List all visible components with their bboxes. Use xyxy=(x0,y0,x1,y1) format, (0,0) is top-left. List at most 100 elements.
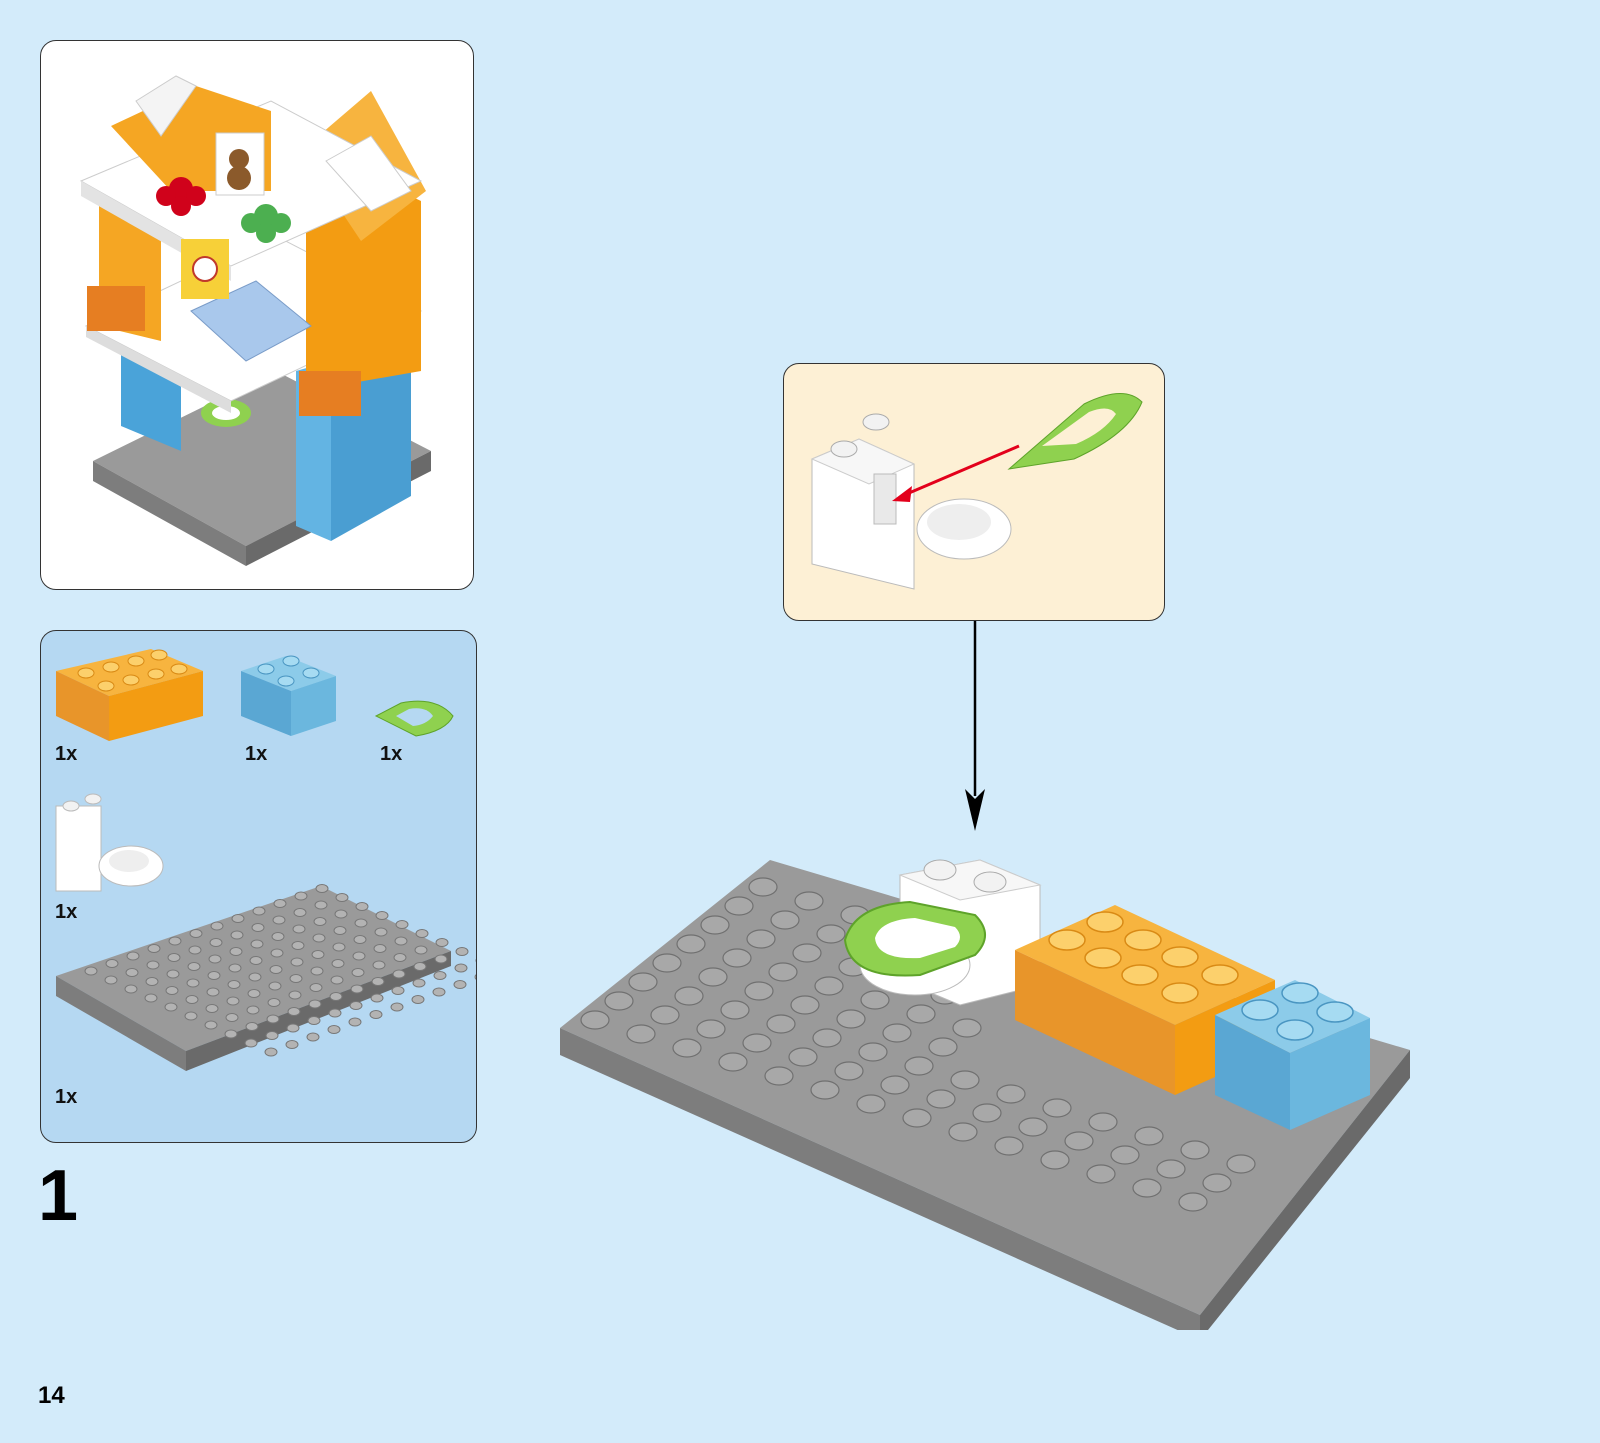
stud xyxy=(226,1014,238,1022)
stud xyxy=(370,1011,382,1019)
stud xyxy=(188,963,200,971)
stud xyxy=(396,921,408,929)
stud xyxy=(953,1019,981,1037)
stud xyxy=(351,985,363,993)
stud xyxy=(375,928,387,936)
stud xyxy=(355,919,367,927)
stud xyxy=(1227,1155,1255,1173)
stud xyxy=(292,942,304,950)
stud xyxy=(274,900,286,908)
stud xyxy=(267,1015,279,1023)
stud xyxy=(414,963,426,971)
stud xyxy=(289,991,301,999)
stud xyxy=(168,954,180,962)
stud xyxy=(246,1023,258,1031)
stud xyxy=(127,952,139,960)
stud xyxy=(434,972,446,980)
stud xyxy=(1133,1179,1161,1197)
stud xyxy=(189,946,201,954)
stud xyxy=(371,994,383,1002)
stud xyxy=(265,1048,277,1056)
stud xyxy=(815,977,843,995)
stud xyxy=(266,1032,278,1040)
stud xyxy=(166,987,178,995)
stud xyxy=(227,997,239,1005)
stud xyxy=(165,1003,177,1011)
stud xyxy=(1043,1099,1071,1117)
stud xyxy=(791,996,819,1014)
gray-baseplate-part xyxy=(56,885,477,1072)
blue-brick-part xyxy=(241,656,336,736)
stud xyxy=(350,1002,362,1010)
stud xyxy=(334,927,346,935)
stud xyxy=(206,1005,218,1013)
stud xyxy=(456,948,468,956)
stud xyxy=(253,907,265,915)
stud xyxy=(415,946,427,954)
stud xyxy=(395,937,407,945)
stud xyxy=(392,987,404,995)
stud xyxy=(605,992,633,1010)
stud xyxy=(187,979,199,987)
stud xyxy=(929,1038,957,1056)
stud xyxy=(374,945,386,953)
stud xyxy=(1041,1151,1069,1169)
stud xyxy=(331,976,343,984)
stud xyxy=(245,1039,257,1047)
stud xyxy=(416,930,428,938)
stud xyxy=(313,934,325,942)
seat-attach-illustration xyxy=(784,364,1165,621)
toilet-callout xyxy=(812,414,1011,589)
stud xyxy=(745,982,773,1000)
qty-green-seat: 1x xyxy=(380,743,402,766)
stud xyxy=(250,957,262,965)
connector-arrow xyxy=(955,621,995,841)
stud xyxy=(699,968,727,986)
stud xyxy=(881,1076,909,1094)
stud xyxy=(312,951,324,959)
stud xyxy=(205,1021,217,1029)
qty-white-toilet: 1x xyxy=(55,901,77,924)
stud xyxy=(291,958,303,966)
stud xyxy=(435,955,447,963)
parts-list-panel: 1x 1x 1x 1x 1x xyxy=(40,630,477,1143)
stud xyxy=(721,1001,749,1019)
stud xyxy=(328,1026,340,1034)
stud xyxy=(106,960,118,968)
stud xyxy=(185,1012,197,1020)
stud xyxy=(857,1095,885,1113)
stud xyxy=(148,945,160,953)
stud xyxy=(629,973,657,991)
stud xyxy=(288,1008,300,1016)
stud xyxy=(811,1081,839,1099)
green-seat-callout xyxy=(1009,393,1142,469)
stud xyxy=(795,892,823,910)
qty-orange-brick: 1x xyxy=(55,743,77,766)
orange-brick-part xyxy=(56,649,203,741)
stud xyxy=(907,1005,935,1023)
stud xyxy=(311,967,323,975)
stud xyxy=(995,1137,1023,1155)
stud xyxy=(454,981,466,989)
house-model-illustration xyxy=(41,41,474,590)
stud xyxy=(229,964,241,972)
stud xyxy=(271,949,283,957)
stud xyxy=(294,909,306,917)
stud xyxy=(207,988,219,996)
stud xyxy=(837,1010,865,1028)
stud xyxy=(927,1090,955,1108)
stud xyxy=(352,969,364,977)
stud xyxy=(190,930,202,938)
stud xyxy=(951,1071,979,1089)
stud xyxy=(270,966,282,974)
stud xyxy=(394,954,406,962)
stud xyxy=(651,1006,679,1024)
stud xyxy=(316,885,328,893)
stud xyxy=(789,1048,817,1066)
substep-callout xyxy=(783,363,1165,621)
stud xyxy=(455,964,467,972)
red-arrow-line xyxy=(902,446,1019,496)
white-toilet-part xyxy=(56,794,163,891)
stud xyxy=(247,1006,259,1014)
stud xyxy=(1203,1174,1231,1192)
